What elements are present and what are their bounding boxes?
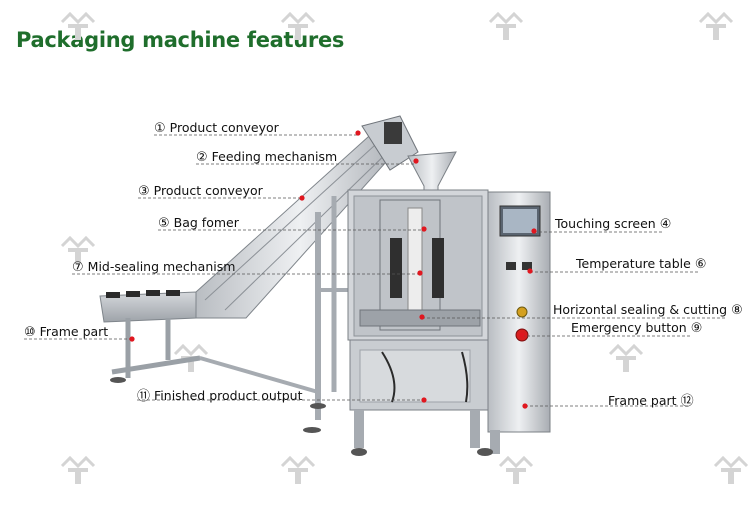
callout-dot xyxy=(522,403,528,409)
callout-number: ⑥ xyxy=(694,257,707,272)
callout-dot xyxy=(129,336,135,342)
callout-text: Temperature table xyxy=(576,256,691,271)
callout-dot xyxy=(299,195,305,201)
logo-watermark-icon xyxy=(498,456,534,486)
callout-number: ② xyxy=(196,150,208,165)
callout-text: Emergency button xyxy=(571,320,687,335)
callout-text: Finished product output xyxy=(154,388,303,403)
callout-text: Feeding mechanism xyxy=(211,149,338,164)
logo-watermark-icon xyxy=(60,456,96,486)
logo-watermark-icon xyxy=(698,12,734,42)
logo-watermark-icon xyxy=(60,12,96,42)
callout-number: ⑪ xyxy=(137,389,151,404)
callout-number: ⑧ xyxy=(731,303,743,318)
callout-text: Bag fomer xyxy=(173,215,239,230)
callout-number: ⑫ xyxy=(680,394,694,409)
callout-text: Touching screen xyxy=(555,216,656,231)
callout-text: Frame part xyxy=(39,324,109,339)
callout-number: ⑩ xyxy=(24,325,36,340)
callout-number: ③ xyxy=(138,184,150,199)
callout-dot xyxy=(417,270,423,276)
callout-number: ① xyxy=(154,121,166,136)
callout-dot xyxy=(531,228,537,234)
callout-dot xyxy=(421,397,427,403)
callout-text: Mid-sealing mechanism xyxy=(87,259,236,274)
callout-number: ⑦ xyxy=(72,260,84,275)
callout-dot xyxy=(421,226,427,232)
callout-text: Product conveyor xyxy=(153,183,263,198)
callout-leaders xyxy=(24,130,726,409)
logo-watermark-icon xyxy=(608,344,644,374)
callout-text: Product conveyor xyxy=(169,120,279,135)
callout-dot xyxy=(527,268,533,274)
callout-dot xyxy=(419,314,425,320)
bucket-conveyor xyxy=(99,115,419,433)
logo-watermark-icon xyxy=(488,12,524,42)
page-title: Packaging machine features xyxy=(16,28,345,52)
callout-dot xyxy=(355,130,361,136)
logo-watermark-icon xyxy=(280,12,316,42)
callout-text: Frame part xyxy=(608,393,677,408)
callout-text: Horizontal sealing & cutting xyxy=(553,302,728,317)
vffs-machine-body xyxy=(347,189,551,456)
callout-number: ⑤ xyxy=(158,216,170,231)
callout-dot xyxy=(519,332,525,338)
callout-number: ④ xyxy=(659,217,672,232)
callout-dot xyxy=(413,158,419,164)
callout-number: ⑨ xyxy=(690,321,703,336)
logo-watermark-icon xyxy=(713,456,749,486)
logo-watermark-icon xyxy=(280,456,316,486)
